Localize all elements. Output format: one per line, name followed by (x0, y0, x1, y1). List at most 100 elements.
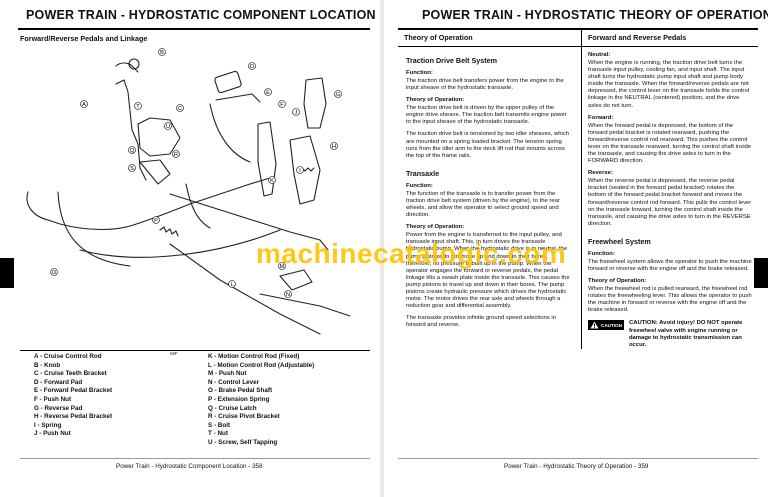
legend-item: N - Control Lever (208, 378, 260, 386)
traction-drive-heading: Traction Drive Belt System (406, 56, 498, 65)
callout-L: L (228, 280, 236, 288)
transaxle-function-text: The function of the transaxle is to tran… (406, 190, 560, 219)
callout-label: J (295, 110, 298, 116)
callout-label: I (299, 168, 301, 174)
legend-item: E - Forward Pedal Bracket (34, 387, 113, 395)
transaxle-theory-text-2: The transaxle provides infinite ground s… (406, 315, 556, 329)
function-label: Function: (406, 182, 433, 189)
legend-column-1: A - Cruise Control Rod B - Knob C - Crui… (34, 353, 112, 439)
forward-pedal-bracket-shape (257, 121, 277, 197)
callout-K: K (268, 176, 276, 184)
legend-item: O - Brake Pedal Shaft (208, 387, 273, 395)
callout-label: B (160, 50, 164, 56)
callout-label: N (286, 292, 290, 298)
callout-N: N (284, 290, 292, 298)
theory-label: Theory of Operation: (588, 278, 647, 285)
theory-label: Theory of Operation: (406, 224, 465, 231)
freewheel-heading: Freewheel System (588, 236, 651, 246)
legend-column-2: K - Motion Control Rod (Fixed) L - Motio… (208, 353, 314, 448)
legend-item: S - Bolt (208, 421, 231, 429)
pedals-column: Forward and Reverse Pedals Neutral: When… (581, 30, 758, 349)
callout-label: O (52, 270, 57, 276)
callout-B: B (158, 48, 166, 56)
callout-U: U (164, 122, 172, 130)
legend-item: I - Spring (34, 421, 62, 429)
callout-I: I (296, 166, 304, 174)
forward-pad-shape (214, 70, 242, 94)
callout-label: L (230, 282, 233, 288)
right-thumb-tab (754, 258, 768, 288)
callout-H: H (330, 142, 338, 150)
legend-item: A - Cruise Control Rod (34, 353, 102, 360)
section-title: Forward/Reverse Pedals and Linkage (20, 34, 148, 43)
callout-label: Q (130, 148, 135, 154)
reverse-text: When the reverse pedal is depressed, the… (588, 178, 752, 227)
transaxle-heading: Transaxle (406, 168, 440, 178)
left-footer-rule (20, 458, 370, 459)
legend-item: T - Nut (208, 430, 228, 438)
freewheel-function-text: The freewheel system allows the operator… (588, 258, 752, 272)
callout-A: A (80, 100, 88, 108)
callout-label: U (166, 124, 170, 130)
theory-column-title: Theory of Operation (398, 30, 581, 47)
callout-label: A (82, 102, 86, 108)
callout-T: T (134, 102, 142, 110)
callout-label: C (178, 106, 182, 112)
legend-item: D - Forward Pad (34, 378, 83, 386)
caution-badge: CAUTION (588, 320, 624, 331)
left-thumb-tab (0, 258, 14, 288)
function-label: Function: (406, 70, 433, 76)
forward-label: Forward: (588, 114, 614, 121)
callout-M: M (278, 262, 286, 270)
legend-item: C - Cruise Teeth Bracket (34, 370, 107, 378)
traction-function-text: The traction drive belt transfers power … (406, 78, 564, 92)
legend-item: L - Motion Control Rod (Adjustable) (208, 361, 315, 369)
brake-pedal-shaft-shape (26, 177, 271, 230)
caution-text: CAUTION: Avoid injury! DO NOT operate fr… (628, 320, 743, 348)
pedal-linkage-diagram: A B C D E F G H I J K L M N O P Q R S T … (26, 48, 351, 335)
traction-theory-text-2: The traction drive belt is tensioned by … (406, 131, 570, 159)
callout-label: M (280, 264, 285, 270)
watermark: machinecatalogic.com (256, 238, 567, 269)
legend-item: H - Reverse Pedal Bracket (34, 413, 113, 421)
legend-item: F - Push Nut (34, 395, 72, 403)
legend-item: B - Knob (34, 361, 61, 369)
cruise-control-rod-shape (115, 79, 147, 181)
reverse-pad-shape (303, 77, 327, 129)
callout-G: G (334, 90, 342, 98)
legend-item: R - Cruise Pivot Bracket (208, 413, 280, 421)
callout-label: D (250, 64, 254, 70)
callout-label: G (336, 92, 340, 98)
pedals-column-title: Forward and Reverse Pedals (582, 30, 758, 47)
legend-item: P - Extension Spring (208, 395, 270, 403)
legend-item: G - Reverse Pad (34, 404, 83, 412)
legend-item: M - Push Nut (208, 370, 247, 378)
left-page: POWER TRAIN - HYDROSTATIC COMPONENT LOCA… (0, 0, 380, 497)
transaxle-theory-text-1: Power from the engine is transferred to … (406, 232, 570, 310)
forward-text: When the forward pedal is depressed, the… (588, 122, 752, 165)
left-page-footer: Power Train - Hydrostatic Component Loca… (116, 463, 263, 470)
callout-label: R (174, 152, 178, 158)
function-label: Function: (588, 250, 615, 257)
callout-C: C (176, 104, 184, 112)
callout-label: H (332, 144, 336, 150)
figure-code: M/F (170, 351, 178, 356)
neutral-label: Neutral: (588, 52, 611, 58)
reverse-label: Reverse: (588, 170, 613, 177)
legend-item: U - Screw, Self Tapping (208, 438, 278, 446)
callout-label: K (270, 178, 274, 184)
caution-notice: CAUTION CAUTION: Avoid injury! DO NOT op… (588, 320, 752, 348)
callout-label: P (154, 218, 158, 224)
callout-R: R (172, 150, 180, 158)
legend-item: Q - Cruise Latch (208, 404, 257, 412)
callout-label: T (136, 104, 140, 110)
callout-P: P (152, 216, 160, 224)
callout-F: F (278, 100, 286, 108)
callout-label: S (130, 166, 134, 172)
warning-triangle-icon (590, 321, 599, 329)
extension-spring-shape (159, 226, 179, 237)
callout-S: S (128, 164, 136, 172)
callout-label: F (280, 102, 284, 108)
callout-J: J (292, 108, 300, 116)
control-lever-shape (279, 269, 313, 291)
